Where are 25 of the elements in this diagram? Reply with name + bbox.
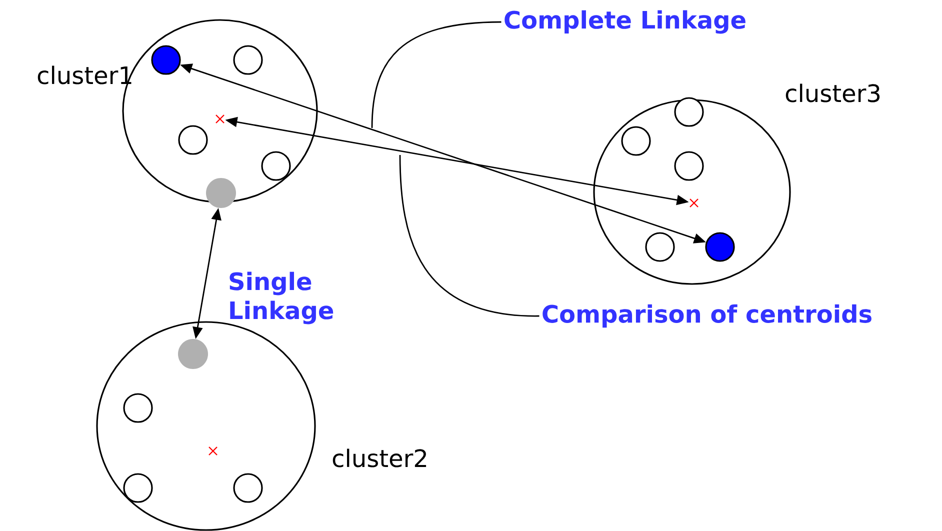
- data-point: [705, 232, 735, 262]
- data-point: [233, 45, 263, 75]
- centroid-cross: [215, 114, 225, 124]
- cluster-label: cluster3: [786, 84, 880, 102]
- data-point: [123, 393, 153, 423]
- cluster-label: cluster1: [38, 66, 132, 84]
- leader-line: [371, 21, 502, 128]
- leader-line: [399, 154, 540, 317]
- data-point: [178, 125, 208, 155]
- cluster-label: cluster2: [332, 448, 426, 468]
- callout-text: Comparison of centroids: [542, 304, 872, 328]
- data-point: [645, 232, 675, 262]
- centroid-cross: [689, 198, 699, 208]
- data-point: [123, 473, 153, 503]
- data-point: [151, 45, 181, 75]
- centroid-cross: [208, 446, 218, 456]
- edge-label: Single Linkage: [230, 272, 334, 324]
- data-point: [674, 97, 704, 127]
- data-point: [621, 126, 651, 156]
- data-point: [178, 339, 208, 369]
- callout-text: Complete Linkage: [504, 10, 746, 34]
- data-point: [233, 473, 263, 503]
- data-point: [261, 151, 291, 181]
- data-point: [674, 151, 704, 181]
- data-point: [206, 178, 236, 208]
